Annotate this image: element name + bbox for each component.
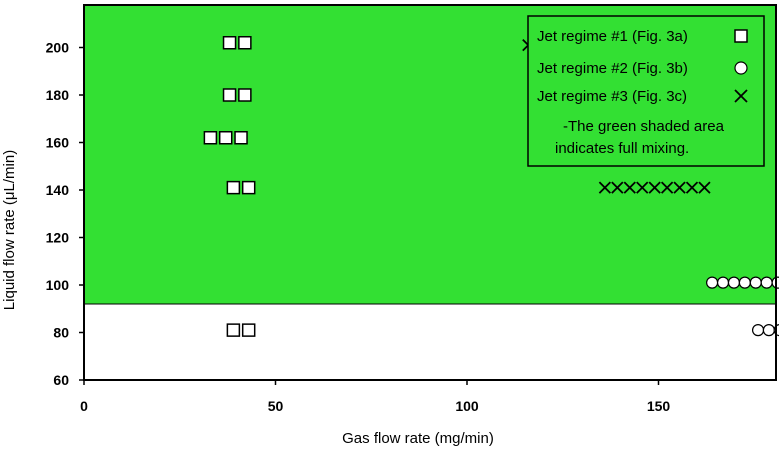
plot-frame — [83, 4, 777, 381]
x-marker — [673, 181, 686, 194]
square-marker — [218, 131, 233, 145]
circle-marker — [706, 276, 719, 289]
y-tick-label: 200 — [46, 40, 70, 56]
square-marker — [203, 131, 218, 145]
legend-label: Jet regime #2 (Fig. 3b) — [537, 60, 688, 77]
y-tick-label: 120 — [46, 230, 70, 246]
legend-label: Jet regime #1 (Fig. 3a) — [537, 28, 688, 45]
square-marker — [226, 323, 241, 337]
y-tick-label: 140 — [46, 182, 70, 198]
circle-marker — [716, 276, 730, 289]
x-marker — [636, 181, 649, 194]
x-marker — [698, 181, 711, 194]
legend-square-marker — [734, 29, 748, 43]
x-tick-label: 100 — [455, 398, 479, 414]
x-marker — [648, 181, 661, 194]
y-axis-title: Liquid flow rate (μL/min) — [1, 150, 18, 310]
circle-marker — [762, 324, 775, 337]
legend: Jet regime #1 (Fig. 3a) Jet regime #2 (Fi… — [527, 15, 765, 167]
legend-annotation-line: indicates full mixing. — [555, 140, 689, 157]
legend-x-marker — [734, 89, 748, 103]
circle-marker — [727, 276, 741, 289]
circle-marker — [760, 276, 773, 289]
y-tick-label: 160 — [46, 135, 70, 151]
x-tick-label: 50 — [268, 398, 284, 414]
circle-marker — [738, 276, 751, 289]
circle-marker — [751, 324, 765, 337]
x-marker — [598, 181, 612, 194]
square-marker — [234, 131, 248, 145]
legend-circle-marker — [734, 61, 748, 75]
square-marker — [226, 180, 241, 195]
circle-marker — [749, 276, 762, 289]
x-tick-label: 150 — [647, 398, 671, 414]
square-marker — [238, 36, 252, 50]
x-marker — [623, 181, 636, 194]
unshaded-area — [84, 304, 776, 380]
y-tick-label: 100 — [46, 277, 70, 293]
square-marker — [241, 323, 256, 337]
y-tick-label: 60 — [53, 372, 69, 388]
x-marker — [685, 181, 699, 194]
x-tick-label: 0 — [80, 398, 88, 414]
y-tick-label: 180 — [46, 87, 70, 103]
square-marker — [222, 36, 237, 50]
legend-annotation-line: -The green shaded area — [563, 118, 725, 135]
legend-box — [527, 15, 765, 167]
square-marker — [238, 88, 252, 102]
square-marker — [241, 180, 256, 195]
x-marker — [611, 181, 624, 194]
y-tick-label: 80 — [53, 325, 69, 341]
x-marker — [660, 181, 674, 194]
x-axis-title: Gas flow rate (mg/min) — [342, 430, 494, 447]
legend-label: Jet regime #3 (Fig. 3c) — [537, 88, 687, 105]
square-marker — [222, 88, 237, 102]
